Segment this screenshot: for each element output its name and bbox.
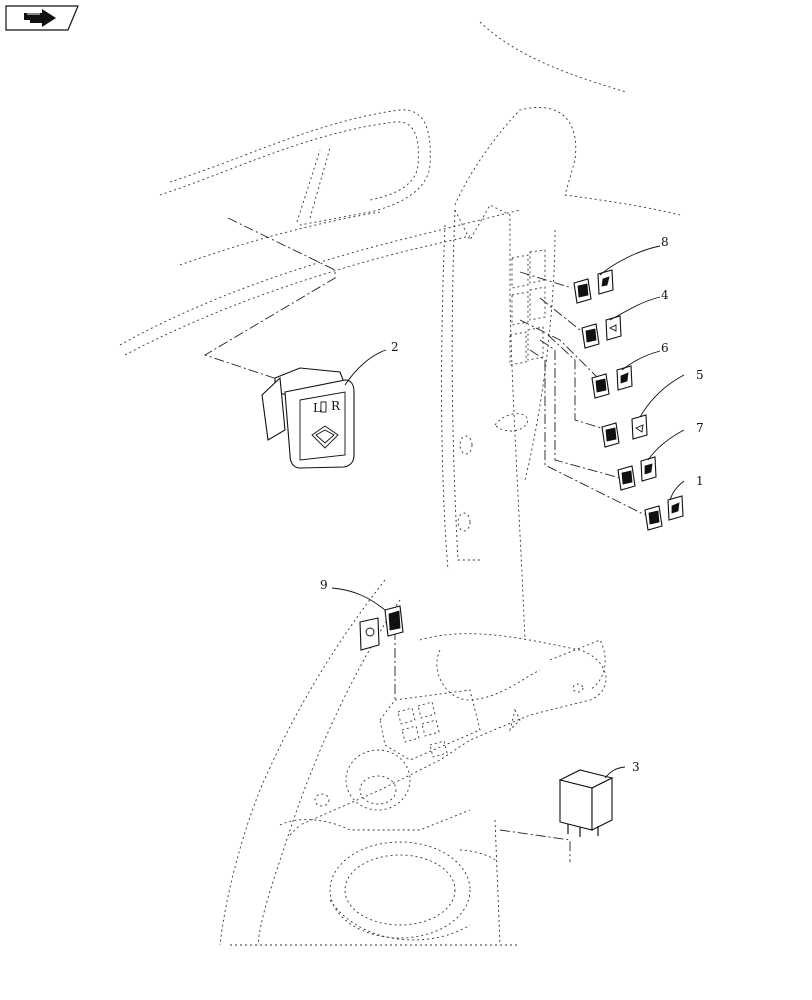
- callout-4: 4: [661, 288, 669, 302]
- svg-text:R: R: [331, 399, 341, 413]
- mirror-control-switch: L R: [261, 367, 355, 469]
- next-page-arrow-icon[interactable]: [5, 5, 79, 31]
- rocker-switch-7: [617, 456, 657, 491]
- callout-8: 8: [661, 235, 669, 249]
- rocker-switch-6: [591, 365, 633, 399]
- rocker-switch-9: [359, 605, 404, 651]
- rocker-switch-8: [573, 269, 614, 304]
- rocker-switch-5: [601, 414, 648, 448]
- callout-9: 9: [320, 578, 328, 592]
- callout-7: 7: [696, 421, 704, 435]
- relay: [558, 769, 614, 837]
- assembly-leader-lines: [203, 217, 646, 862]
- svg-text:L: L: [313, 401, 321, 415]
- callout-2: 2: [391, 340, 399, 354]
- cab-phantom-outline: [119, 21, 681, 946]
- callout-1: 1: [696, 474, 704, 488]
- callout-leaders: [331, 245, 685, 779]
- callout-6: 6: [661, 341, 669, 355]
- rocker-switch-4: [581, 315, 622, 349]
- rocker-switch-1: [644, 495, 684, 531]
- callout-labels: 1 2 3 4 5 6 7 8 9: [320, 235, 704, 774]
- callout-3: 3: [632, 760, 640, 774]
- callout-5: 5: [696, 368, 704, 382]
